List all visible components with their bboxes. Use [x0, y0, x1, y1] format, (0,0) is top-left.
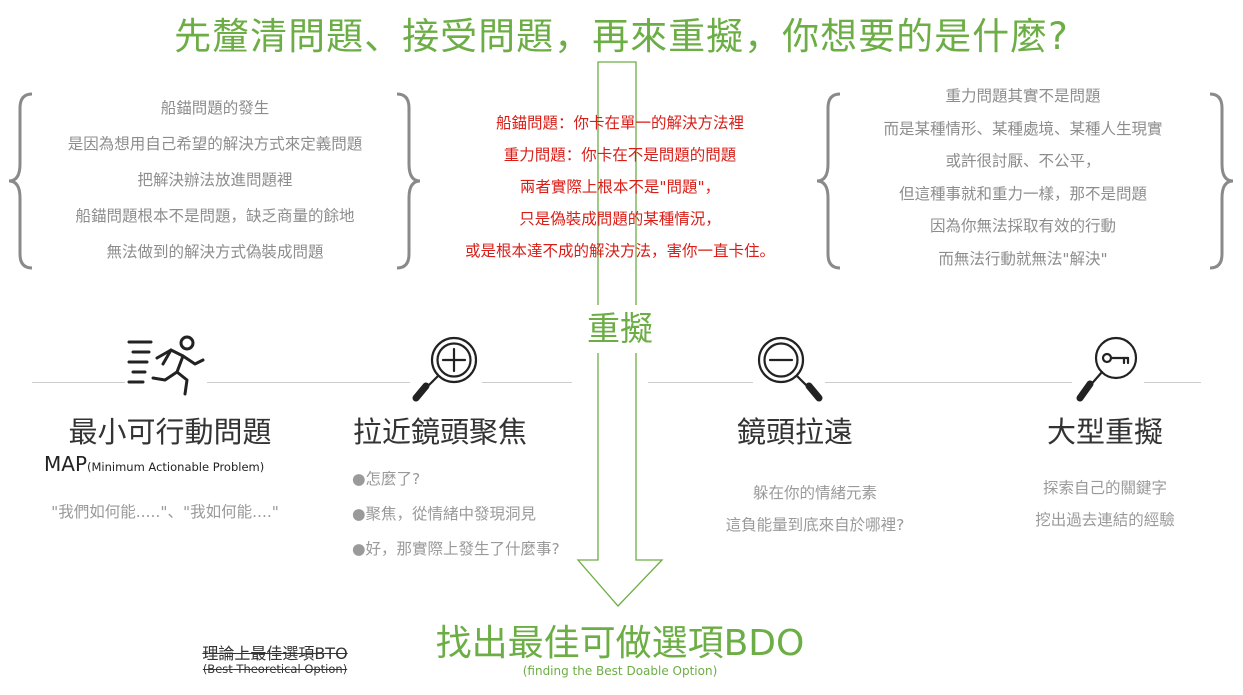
- text-line: 躲在你的情緒元素: [752, 484, 877, 502]
- map-abbr: MAP: [44, 452, 87, 476]
- list-item: ●怎麼了?: [352, 470, 421, 488]
- text-line: 但這種事就和重力一樣，那不是問題: [898, 184, 1147, 203]
- zoom-in-list: ●怎麼了? ●聚焦，從情緒中發現洞見 ●好，那實際上發生了什麼事?: [352, 462, 560, 567]
- text-line: 重力問題其實不是問題: [945, 87, 1101, 105]
- divider-line-right: [648, 382, 1201, 383]
- gravity-problem-notes: 重力問題其實不是問題 而是某種情形、某種處境、某種人生現實 或許很討厭、不公平，…: [838, 80, 1208, 275]
- left-brace-open: [8, 92, 33, 270]
- anchor-problem-notes: 船錨問題的發生 是因為想用自己希望的解決方式來定義問題 把解決辦法放進問題裡 船…: [30, 90, 400, 270]
- text-line: 把解決辦法放進問題裡: [137, 171, 293, 189]
- text-line: 是因為想用自己希望的解決方式來定義問題: [67, 135, 363, 153]
- list-item: ●好，那實際上發生了什麼事?: [352, 540, 560, 558]
- bto-subtitle: (Best Theoretical Option): [202, 662, 348, 676]
- list-item: ●聚焦，從情緒中發現洞見: [352, 505, 537, 523]
- problem-definition-notes: 船錨問題：你卡在單一的解決方法裡 重力問題：你卡在不是問題的問題 兩者實際上根本…: [425, 107, 815, 267]
- text-line: 船錨問題：你卡在單一的解決方法裡: [495, 114, 744, 132]
- map-quote: "我們如何能....."、"我如何能....": [51, 503, 279, 521]
- zoom-out-notes: 躲在你的情緒元素 這負能量到底來自於哪裡?: [690, 477, 940, 541]
- text-line: 這負能量到底來自於哪裡?: [725, 516, 905, 534]
- page-title: 先釐清問題、接受問題，再來重擬，你想要的是什麼?: [174, 15, 1069, 58]
- text-line: 只是偽裝成問題的某種情況，: [519, 210, 721, 228]
- magnifier-plus-icon: [410, 334, 482, 406]
- map-abbr-full: (Minimum Actionable Problem): [87, 460, 265, 474]
- reframe-label: 重擬: [560, 305, 680, 353]
- big-reframe-notes: 探索自己的關鍵字 挖出過去連結的經驗: [1000, 472, 1210, 536]
- map-heading: 最小可行動問題: [68, 415, 272, 449]
- text-line: 重力問題：你卡在不是問題的問題: [503, 146, 737, 164]
- text-line: 兩者實際上根本不是"問題"，: [519, 178, 721, 196]
- magnifier-minus-icon: [753, 334, 825, 406]
- bdo-title: 找出最佳可做選項BDO: [435, 623, 805, 664]
- zoom-out-heading: 鏡頭拉遠: [736, 415, 853, 449]
- text-line: 無法做到的解決方式偽裝成問題: [106, 243, 324, 261]
- text-line: 而無法行動就無法"解決": [938, 249, 1108, 268]
- text-line: 探索自己的關鍵字: [1042, 479, 1167, 497]
- map-abbreviation: MAP(Minimum Actionable Problem): [44, 452, 264, 476]
- right-brace-close: [1209, 92, 1234, 270]
- zoom-in-heading: 拉近鏡頭聚焦: [353, 415, 528, 449]
- left-brace-close: [396, 92, 421, 270]
- bto-title: 理論上最佳選項BTO: [202, 644, 348, 663]
- text-line: 挖出過去連結的經驗: [1035, 511, 1175, 529]
- text-line: 船錨問題的發生: [160, 99, 270, 117]
- text-line: 因為你無法採取有效的行動: [929, 217, 1116, 235]
- down-arrow: [576, 61, 664, 607]
- big-reframe-heading: 大型重擬: [1046, 415, 1163, 449]
- divider-line-left: [32, 382, 572, 383]
- bdo-subtitle: (finding the Best Doable Option): [522, 664, 718, 678]
- text-line: 或是根本達不成的解決方法，害你一直卡住。: [464, 242, 775, 260]
- text-line: 而是某種情形、某種處境、某種人生現實: [883, 119, 1163, 138]
- magnifier-key-icon: [1072, 334, 1144, 406]
- right-brace-open: [816, 92, 841, 270]
- text-line: 或許很討厭、不公平，: [945, 152, 1101, 170]
- text-line: 船錨問題根本不是問題，缺乏商量的餘地: [75, 207, 355, 225]
- running-person-icon: [125, 334, 207, 400]
